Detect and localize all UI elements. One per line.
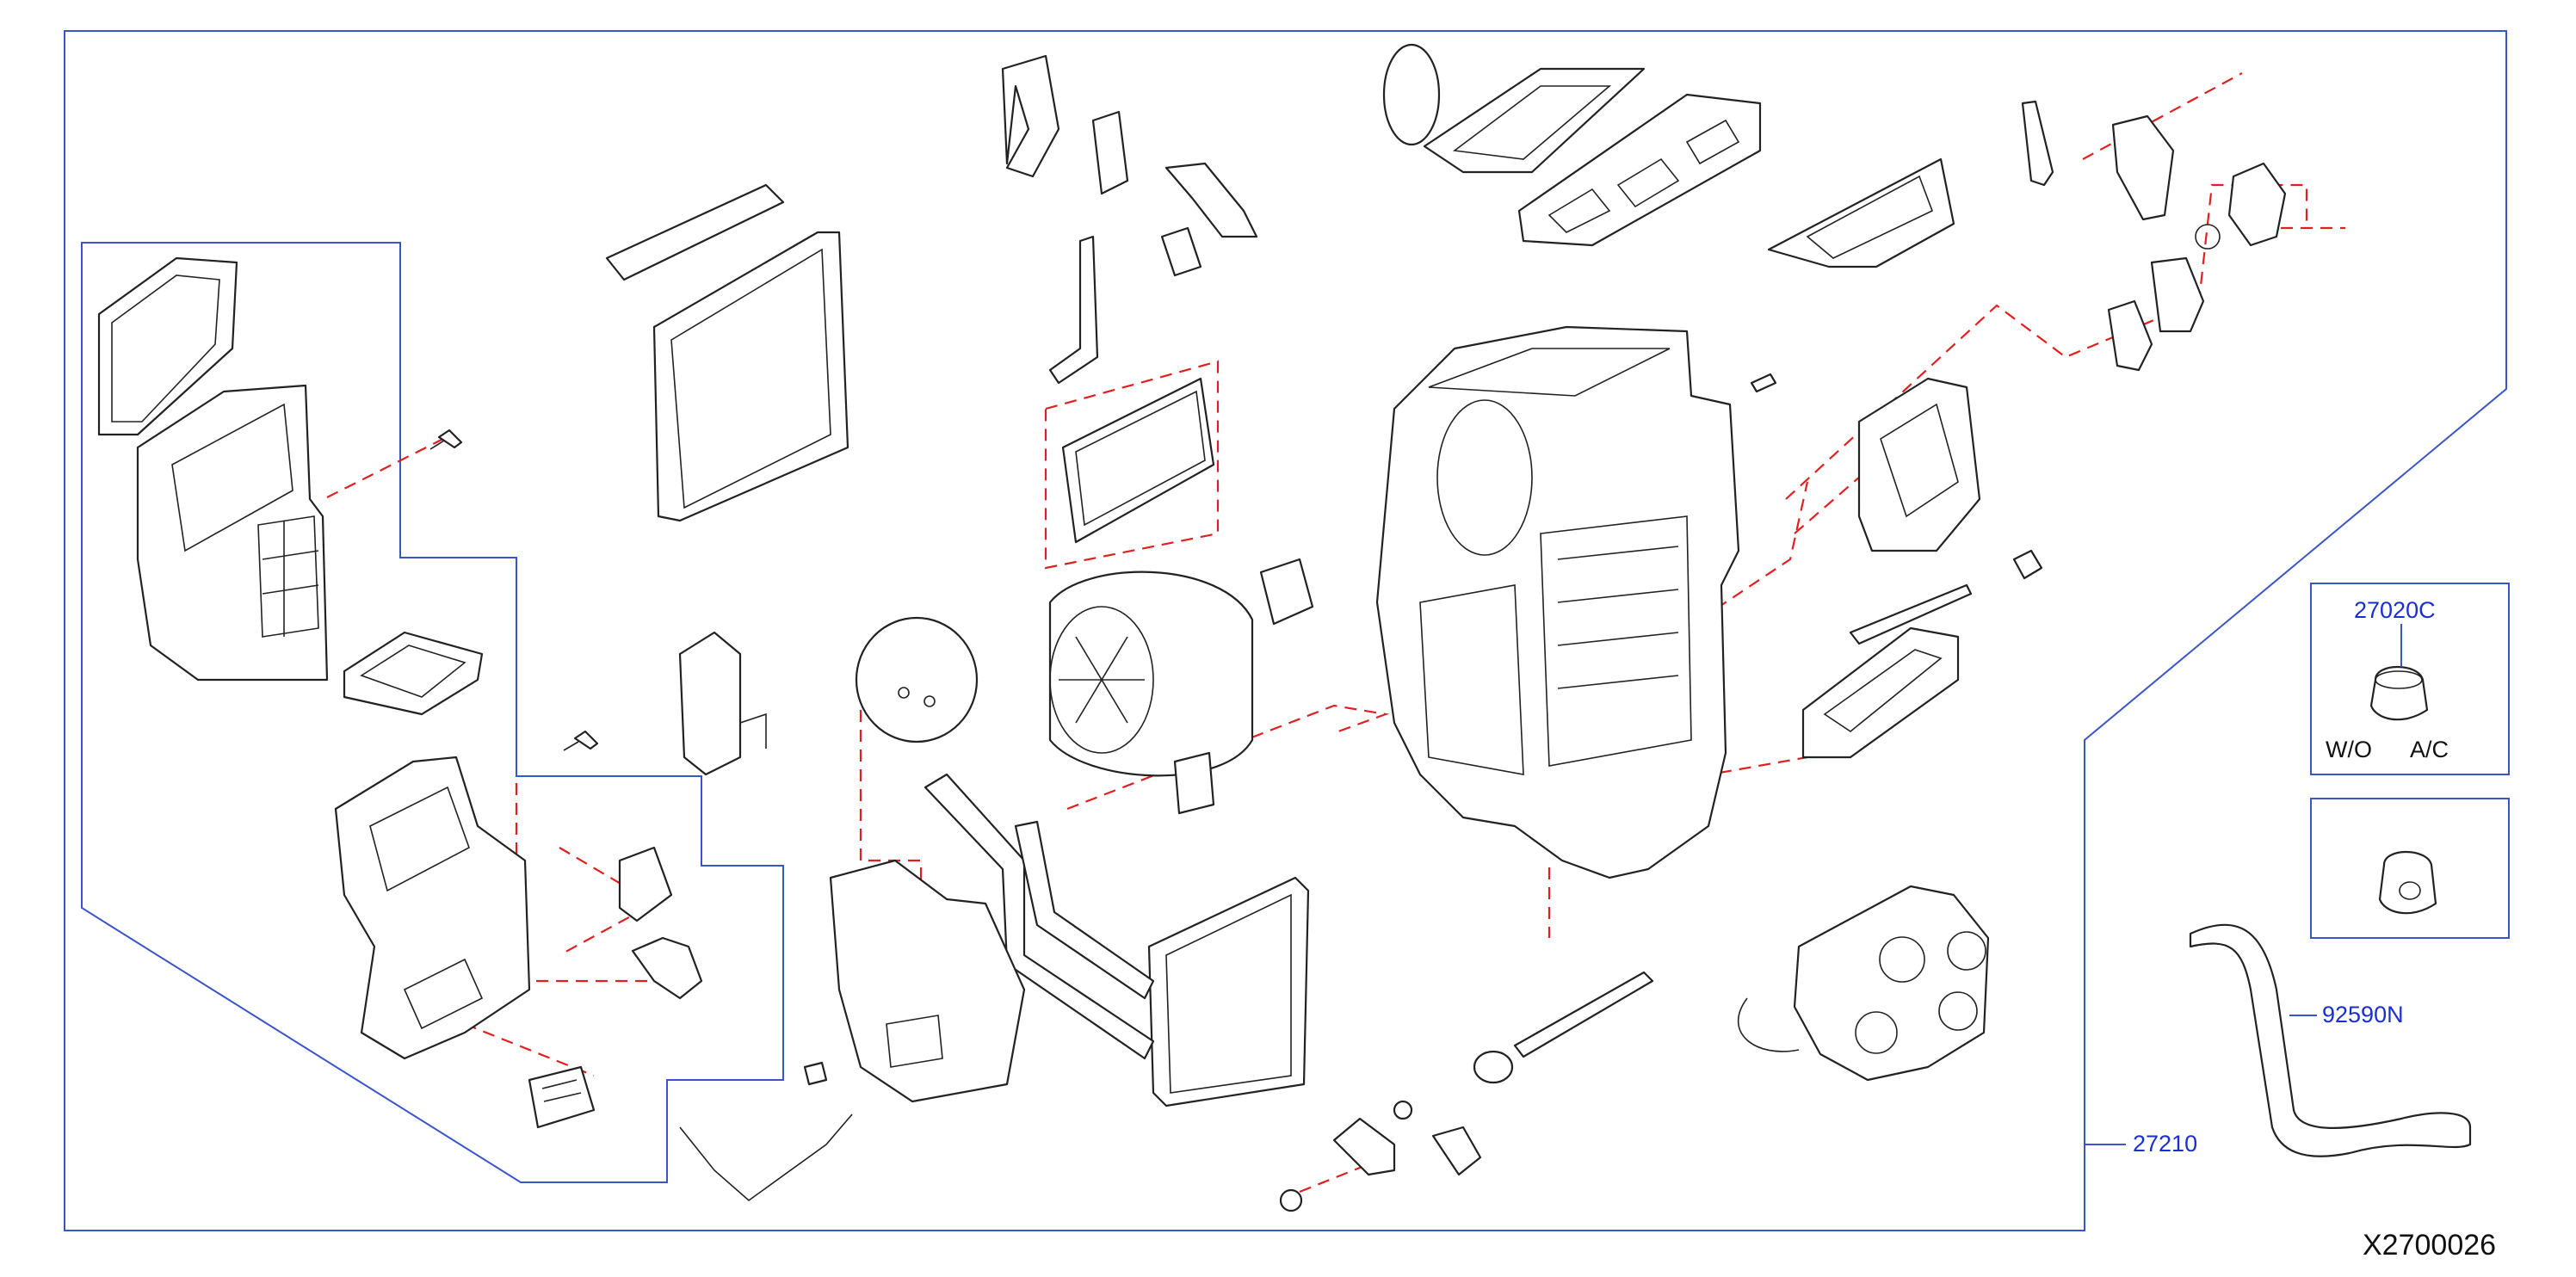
resistor-connector: [528, 1065, 596, 1129]
main-assembly-frame: [64, 30, 2507, 1231]
aspirator: [1160, 162, 1258, 277]
bracket-vertical: [1048, 235, 1099, 385]
callout-27020C: 27020C: [2354, 597, 2436, 623]
temp-sensor-wire: [679, 1061, 853, 1202]
mode-door-shaft: [1767, 157, 1955, 268]
grommet-variant-2: [2378, 850, 2437, 915]
cabin-filter: [343, 631, 484, 716]
seal-oval: [1382, 43, 1441, 146]
vent-duct-lower: [1517, 93, 1762, 247]
blower-lower-case: [334, 756, 531, 1060]
heater-door: [1061, 377, 1215, 544]
mode-actuator: [2195, 162, 2287, 250]
variant-box-27020C: [2310, 583, 2510, 775]
door-motor-1: [618, 846, 673, 922]
grommet-27020C: [2369, 665, 2429, 721]
intake-actuator: [2107, 256, 2205, 372]
screw-1: [429, 429, 463, 450]
heater-core: [1147, 876, 1310, 1107]
variant-box-2: [2310, 798, 2510, 939]
screw-2: [563, 730, 599, 751]
heater-case-lower: [829, 859, 1026, 1103]
blower-scroll: [678, 631, 767, 776]
evaporator: [605, 183, 849, 522]
door-lever-1: [631, 936, 703, 1000]
cable-lever: [1279, 1100, 1482, 1212]
blower-subassembly-frame: [81, 242, 784, 1183]
duct-elbow: [1001, 54, 1060, 178]
air-mix-cover: [1857, 377, 1981, 552]
vent-duct-upper: [1423, 67, 1646, 174]
assembly-leader-lines: [326, 72, 2345, 1194]
drain-hose: [2189, 923, 2472, 1157]
foot-duct: [1801, 583, 1973, 759]
callout-27210: 27210: [2133, 1131, 2197, 1157]
intake-gasket: [97, 256, 238, 436]
variant-label-ac: A/C: [2410, 737, 2449, 762]
link-arm: [2021, 100, 2054, 187]
hvac-case: [1375, 325, 1740, 879]
blower-fan: [855, 616, 979, 743]
control-rod: [1473, 971, 1654, 1084]
control-panel: [1737, 885, 1990, 1082]
intake-housing: [136, 384, 329, 682]
blower-motor-housing: [1048, 571, 1254, 777]
sensor-cap: [1091, 110, 1129, 195]
heater-pipe: [924, 773, 1155, 1060]
mode-gear-plate: [2111, 114, 2175, 221]
drawing-code: X2700026: [2363, 1229, 2496, 1262]
variant-label-wo: W/O: [2326, 737, 2372, 762]
callout-92590N: 92590N: [2322, 1002, 2404, 1027]
resistor-module: [1173, 558, 1314, 815]
fastener-set: [1750, 373, 2043, 580]
